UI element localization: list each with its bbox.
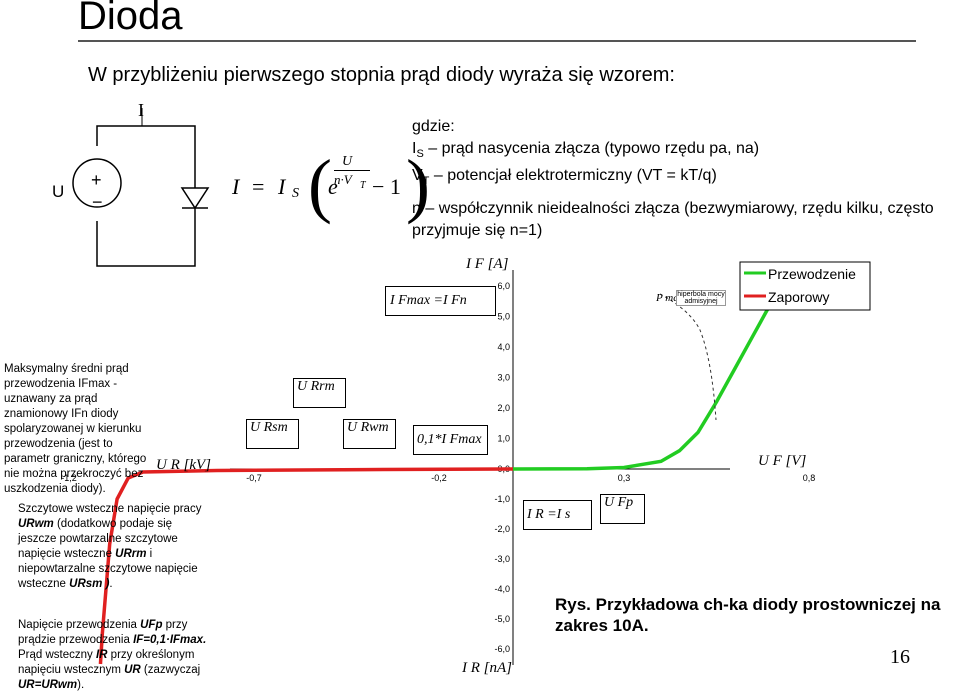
- x-axis-label-forward: U F [V]: [758, 453, 807, 469]
- fraction-bar: [334, 170, 370, 171]
- formula-is-sub: S: [292, 186, 299, 201]
- right-paren: ): [406, 145, 430, 225]
- page-title: Dioda: [78, 0, 183, 38]
- y-tick-label-reverse: -1,0: [494, 494, 510, 504]
- voltage-label: U: [52, 182, 65, 201]
- y-tick-label-forward: 1,0: [497, 434, 510, 444]
- legend-label-zaporowy: Zaporowy: [768, 289, 829, 305]
- y-tick-label-forward: 3,0: [497, 373, 510, 383]
- subtitle: W przybliżeniu pierwszego stopnia prąd d…: [88, 64, 675, 86]
- x-axis-label-reverse: U R [kV]: [156, 457, 211, 473]
- y-tick-label-forward: 5,0: [497, 312, 510, 322]
- voltage-source-icon: [72, 158, 122, 208]
- series-line-przewodzenie: [512, 279, 785, 471]
- left-paren: (: [308, 145, 332, 225]
- circuit-diagram: [72, 108, 210, 267]
- current-label: I: [138, 100, 144, 120]
- figure-caption: Rys. Przykładowa ch-ka diody prostownicz…: [555, 595, 941, 635]
- y-tick-label-reverse: -2,0: [494, 524, 510, 534]
- n-definition-cont: przyjmuje się n=1): [412, 222, 543, 240]
- x-tick-label: -0,2: [431, 473, 447, 483]
- title-divider: [78, 40, 916, 42]
- formula-i: I: [232, 174, 240, 199]
- formula-num: U: [342, 154, 353, 169]
- formula-den: n·V: [334, 172, 352, 187]
- formula-is: I: [278, 174, 286, 199]
- ufp-annotation: U Fp: [600, 494, 645, 524]
- note-forward-current: Maksymalny średni prąd przewodzenia IFma…: [4, 363, 147, 495]
- plus-sign: +: [91, 170, 102, 190]
- chart-legend: [739, 261, 871, 311]
- y-tick-label-reverse: -5,0: [494, 614, 510, 624]
- hyperbola-curve: [659, 293, 717, 421]
- urrm-annotation: U Rrm: [293, 378, 346, 408]
- formula-minus-one: − 1: [372, 174, 401, 199]
- series-line-zaporowy: [98, 467, 514, 665]
- y-axis-label-reverse: I R [nA]: [462, 660, 512, 676]
- y-tick-label-reverse: -6,0: [494, 644, 510, 654]
- urwm-annotation: U Rwm: [343, 419, 396, 449]
- formula-den-sub: T: [360, 180, 366, 191]
- x-tick-label: -0,7: [246, 473, 262, 483]
- formula-eq: =: [252, 174, 265, 199]
- note-forward-voltage: Napięcie przewodzenia UFp przy prądzie p…: [18, 619, 207, 691]
- diode-icon: [180, 187, 210, 210]
- ursm-annotation: U Rsm: [246, 419, 299, 449]
- symbol-legend: gdzie: IS – prąd nasycenia złącza (typow…: [412, 116, 934, 242]
- y-tick-label-forward: 6,0: [497, 281, 510, 291]
- x-tick-label: -1,2: [61, 473, 77, 483]
- n-definition: n – współczynnik nieidealności złącza (b…: [412, 200, 934, 218]
- note-reverse-voltage: Szczytowe wsteczne napięcie pracy URwm (…: [18, 503, 202, 590]
- gdzie-label: gdzie:: [412, 118, 455, 135]
- y-tick-label-forward: 2,0: [497, 403, 510, 413]
- y-tick-label-reverse: -4,0: [494, 584, 510, 594]
- page-number: 16: [890, 646, 910, 668]
- hyperbola-label: hiperbola mocy admisyjnej: [676, 290, 726, 306]
- ifmax-annotation: I Fmax =I Fn: [385, 286, 496, 316]
- y-axis-label-forward: I F [A]: [466, 256, 509, 272]
- legend-label-przewodzenie: Przewodzenie: [768, 266, 856, 282]
- minus-sign: −: [92, 192, 103, 212]
- x-tick-label: 0,3: [618, 473, 631, 483]
- formula-e: e: [328, 174, 338, 199]
- x-tick-label: 0,8: [803, 473, 816, 483]
- vt-definition: VT – potencjał elektrotermiczny (VT = kT…: [412, 167, 717, 188]
- y-tick-label-forward: 4,0: [497, 342, 510, 352]
- ifp-annotation: 0,1*I Fmax: [413, 425, 488, 455]
- ir-is-annotation: I R =I s: [523, 500, 592, 530]
- y-tick-label-reverse: -3,0: [494, 554, 510, 564]
- is-definition: IS – prąd nasycenia złącza (typowo rzędu…: [412, 140, 760, 161]
